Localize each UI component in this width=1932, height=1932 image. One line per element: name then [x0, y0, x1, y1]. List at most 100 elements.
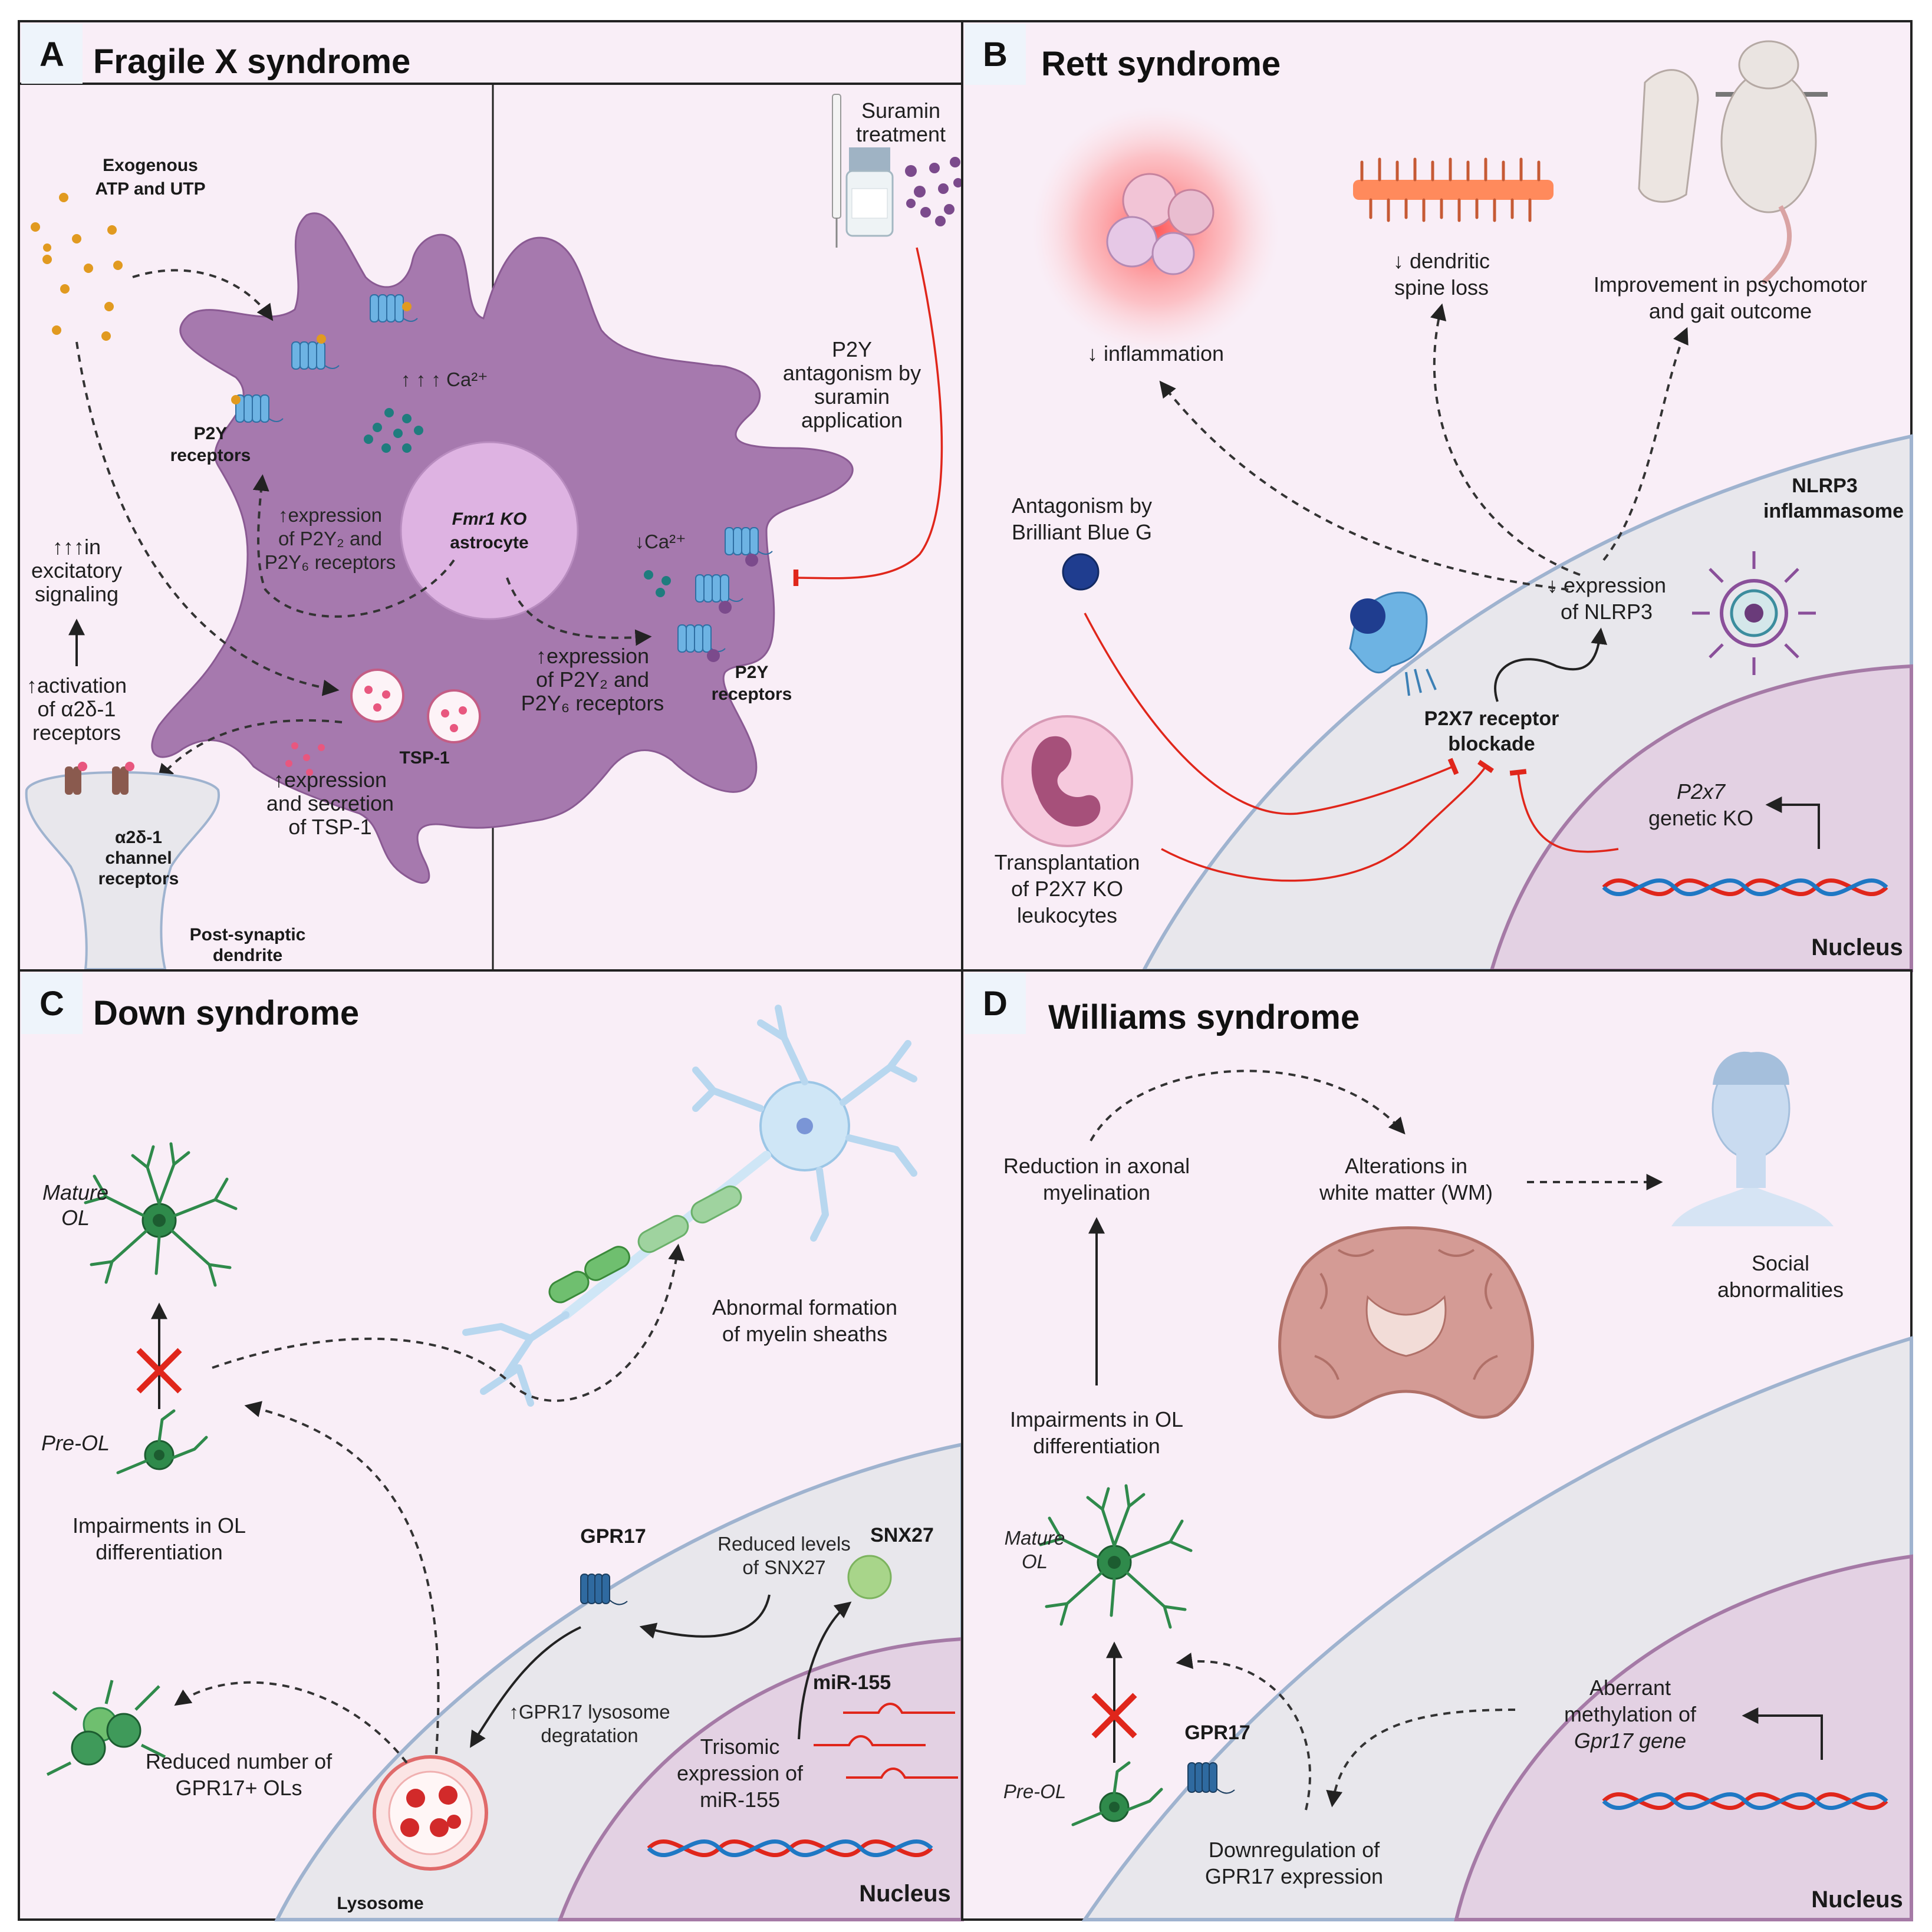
syringe-icon	[832, 94, 841, 248]
excitatory-label-3: signaling	[35, 582, 119, 606]
excitatory-label-2: excitatory	[31, 558, 122, 582]
arrow-down-to-ol	[1176, 1653, 1312, 1811]
arrow-blockade-to-nlrp3	[1494, 627, 1608, 702]
transplantation-label: Transplantation	[995, 850, 1140, 874]
a2d-receptor-icon	[65, 762, 134, 795]
social-label: Social	[1752, 1251, 1809, 1275]
tsp-expression-label-3: of TSP-1	[288, 815, 371, 839]
spine-label: ↓ dendritic	[1393, 249, 1490, 273]
white-matter-label-2: white matter (WM)	[1319, 1180, 1493, 1204]
nucleus-label: Nucleus	[1811, 934, 1903, 960]
psychomotor-label-2: and gait outcome	[1649, 299, 1812, 323]
panel-title: Rett syndrome	[1041, 45, 1281, 83]
nlrp3-expression-label-2: of NLRP3	[1561, 600, 1653, 624]
arrow-nucleus-to-left-receptors	[252, 474, 455, 618]
leukocyte-cluster-icon	[1106, 173, 1215, 275]
p2x7-blockade-label: P2X7 receptor	[1424, 707, 1559, 730]
arrow-nucleus-to-right-receptors	[506, 577, 652, 646]
panel-a: A Fragile X syndrome Fmr1 KO astrocyte E…	[18, 20, 963, 972]
a2d-label-2: channel	[105, 848, 172, 868]
calcium-dots	[364, 408, 423, 453]
p2y-left-label-2: receptors	[170, 446, 251, 465]
nucleus-label: Nucleus	[1811, 1887, 1903, 1913]
inflammation-label: ↓ inflammation	[1087, 341, 1224, 366]
astrocyte-label-2: astrocyte	[450, 533, 528, 552]
snx27-reduced-label: Reduced levels	[717, 1533, 851, 1555]
activation-label-3: receptors	[32, 720, 121, 745]
p2y-left-label: P2Y	[194, 424, 228, 443]
bbg-molecule-icon	[1062, 553, 1100, 591]
suramin-dots	[905, 157, 963, 226]
mature-ol-label-2: OL	[1022, 1551, 1048, 1572]
suramin-label: Suramin	[861, 98, 940, 123]
expression-right-label-3: P2Y₆ receptors	[521, 691, 664, 715]
postsynaptic-label-2: dendrite	[213, 946, 282, 965]
neuron-icon	[462, 1005, 917, 1407]
astrocyte-label: Fmr1 KO	[452, 509, 527, 529]
trisomic-label-2: expression of	[677, 1761, 804, 1785]
snx27-protein-icon	[847, 1555, 892, 1599]
expression-left-label-3: P2Y₆ receptors	[265, 551, 396, 573]
p2x7-blockade-label-2: blockade	[1448, 733, 1535, 755]
arrow-atp-to-tsp	[75, 341, 340, 696]
arrow-snx27-to-gpr17	[639, 1594, 771, 1639]
transplantation-label-3: leukocytes	[1017, 903, 1117, 927]
panel-title: Down syndrome	[93, 994, 359, 1032]
arrow-to-inflammation	[1159, 380, 1569, 591]
antagonism-label-3: suramin	[814, 384, 890, 409]
impairment-label: Impairments in OL	[73, 1513, 246, 1538]
inhibit-transplantation	[1161, 759, 1494, 882]
gpr17-label: GPR17	[1184, 1722, 1250, 1744]
mature-ol-label: Mature	[42, 1180, 108, 1204]
snx27-reduced-label-2: of SNX27	[742, 1556, 825, 1578]
a2d-label: α2δ-1	[115, 828, 162, 847]
trisomic-label: Trisomic	[700, 1734, 780, 1759]
panel-letter: D	[983, 985, 1008, 1023]
inflammasome-icon	[1692, 551, 1816, 675]
spine-label-2: spine loss	[1394, 275, 1489, 299]
mir155-label: miR-155	[813, 1671, 891, 1694]
reduced-number-label: Reduced number of	[146, 1749, 333, 1773]
lysosome-icon	[373, 1755, 488, 1871]
nucleus-label: Nucleus	[859, 1881, 951, 1907]
panel-letter: B	[983, 35, 1008, 74]
calcium-down-label: ↓Ca²⁺	[634, 531, 686, 552]
excitatory-label: ↑↑↑in	[52, 535, 101, 559]
panel-title: Williams syndrome	[1048, 998, 1360, 1036]
impairment-label-2: differentiation	[1033, 1434, 1160, 1458]
dendrite-spine-icon	[1353, 157, 1554, 222]
arrow-dna-to-ko	[1765, 797, 1820, 849]
expression-left-label: ↑expression	[278, 504, 382, 526]
methylation-label-3: Gpr17 gene	[1574, 1729, 1686, 1753]
arrow-dna-to-methylation	[1742, 1707, 1823, 1760]
dna-icon	[647, 1839, 933, 1858]
ol-cluster-icon	[46, 1680, 166, 1776]
nlrp3-expression-label: ↓ expression	[1547, 573, 1666, 597]
rat-icon	[1638, 40, 1828, 285]
activation-label: ↑activation	[27, 673, 127, 697]
astrocyte-nucleus	[400, 441, 579, 620]
expression-right-label-2: of P2Y₂ and	[536, 667, 649, 692]
mature-ol-label-2: OL	[61, 1206, 90, 1230]
brain-section-icon	[1278, 1226, 1534, 1419]
arrow-to-spine	[1430, 303, 1581, 576]
mature-ol-label: Mature	[1005, 1527, 1065, 1549]
lysosome-degradation-label: ↑GPR17 lysosome	[509, 1701, 670, 1723]
dna-icon	[1602, 1792, 1888, 1811]
p2x7-ko-label-2: genetic KO	[1648, 806, 1753, 830]
bbg-label: Antagonism by	[1012, 493, 1152, 518]
inhibit-suramin	[793, 247, 943, 587]
methylation-label: Aberrant	[1589, 1676, 1671, 1700]
arrow-mir-to-snx27	[798, 1601, 852, 1740]
myelin-label-2: of myelin sheaths	[722, 1322, 887, 1346]
atp-dots	[31, 193, 123, 341]
arrow-to-psychomotor	[1602, 327, 1689, 561]
white-matter-label: Alterations in	[1345, 1154, 1467, 1178]
panel-c: C Down syndrome Mature OL Pre-OL Impairm…	[18, 969, 964, 1921]
tsp-label: TSP-1	[399, 748, 449, 768]
arrow-gpr17-to-lysosome	[470, 1626, 581, 1748]
bbg-label-2: Brilliant Blue G	[1012, 520, 1152, 544]
tsp-vesicles	[285, 669, 481, 776]
inhibit-bbg	[1084, 613, 1459, 815]
cell-nucleus	[1454, 1554, 1913, 1921]
